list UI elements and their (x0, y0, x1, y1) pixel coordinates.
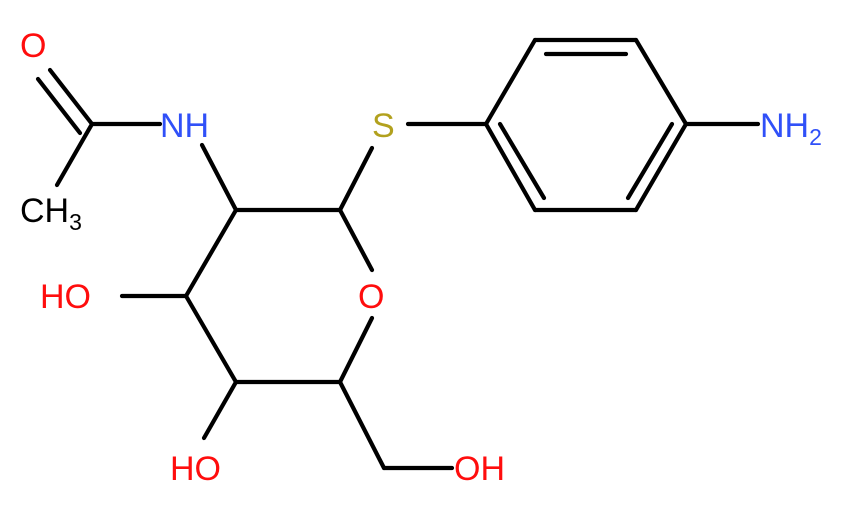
atom-methyl-main: CH (20, 192, 69, 230)
bond-ar-inner-2 (625, 121, 675, 201)
bond-c1-s (337, 145, 375, 213)
bond-c4-c3 (183, 293, 239, 385)
bond-c4-oh (201, 379, 239, 441)
bond-ar-inner-3 (497, 121, 547, 201)
atom-ring-oxygen: O (358, 278, 384, 316)
atom-amine-main: NH (760, 107, 809, 145)
atom-carbonyl-oxygen: O (20, 27, 46, 65)
atom-hydroxyl-c4: HO (170, 450, 221, 488)
bond-carbonyl-double-2 (35, 76, 83, 136)
atom-methyl: CH3 (20, 192, 82, 235)
bond-carbonyl-double-1 (47, 67, 95, 127)
bond-ar1 (483, 37, 538, 127)
bond-ringO-c5 (337, 315, 375, 385)
atom-labels: O CH3 NH S NH2 O HO HO OH (20, 27, 822, 488)
bonds (35, 37, 761, 471)
atom-amine-subscript: 2 (809, 124, 822, 150)
atom-amide-nitrogen: NH (160, 107, 209, 145)
atom-amine-nitrogen: NH2 (760, 107, 822, 150)
bond-c5-ch2 (337, 379, 387, 471)
atom-hydroxyl-c3: HO (40, 278, 91, 316)
bond-ar4 (633, 121, 689, 213)
atom-sulfur: S (372, 107, 395, 145)
bond-acetyl-methyl (54, 121, 95, 188)
bond-ar3 (633, 37, 689, 127)
atom-hydroxyl-c6: OH (454, 450, 505, 488)
atom-methyl-subscript: 3 (69, 209, 82, 235)
bond-ar6 (483, 121, 538, 213)
bond-c3-c2 (183, 207, 239, 299)
bond-c1-ringO (337, 207, 375, 273)
bond-nh-c2 (199, 142, 239, 213)
